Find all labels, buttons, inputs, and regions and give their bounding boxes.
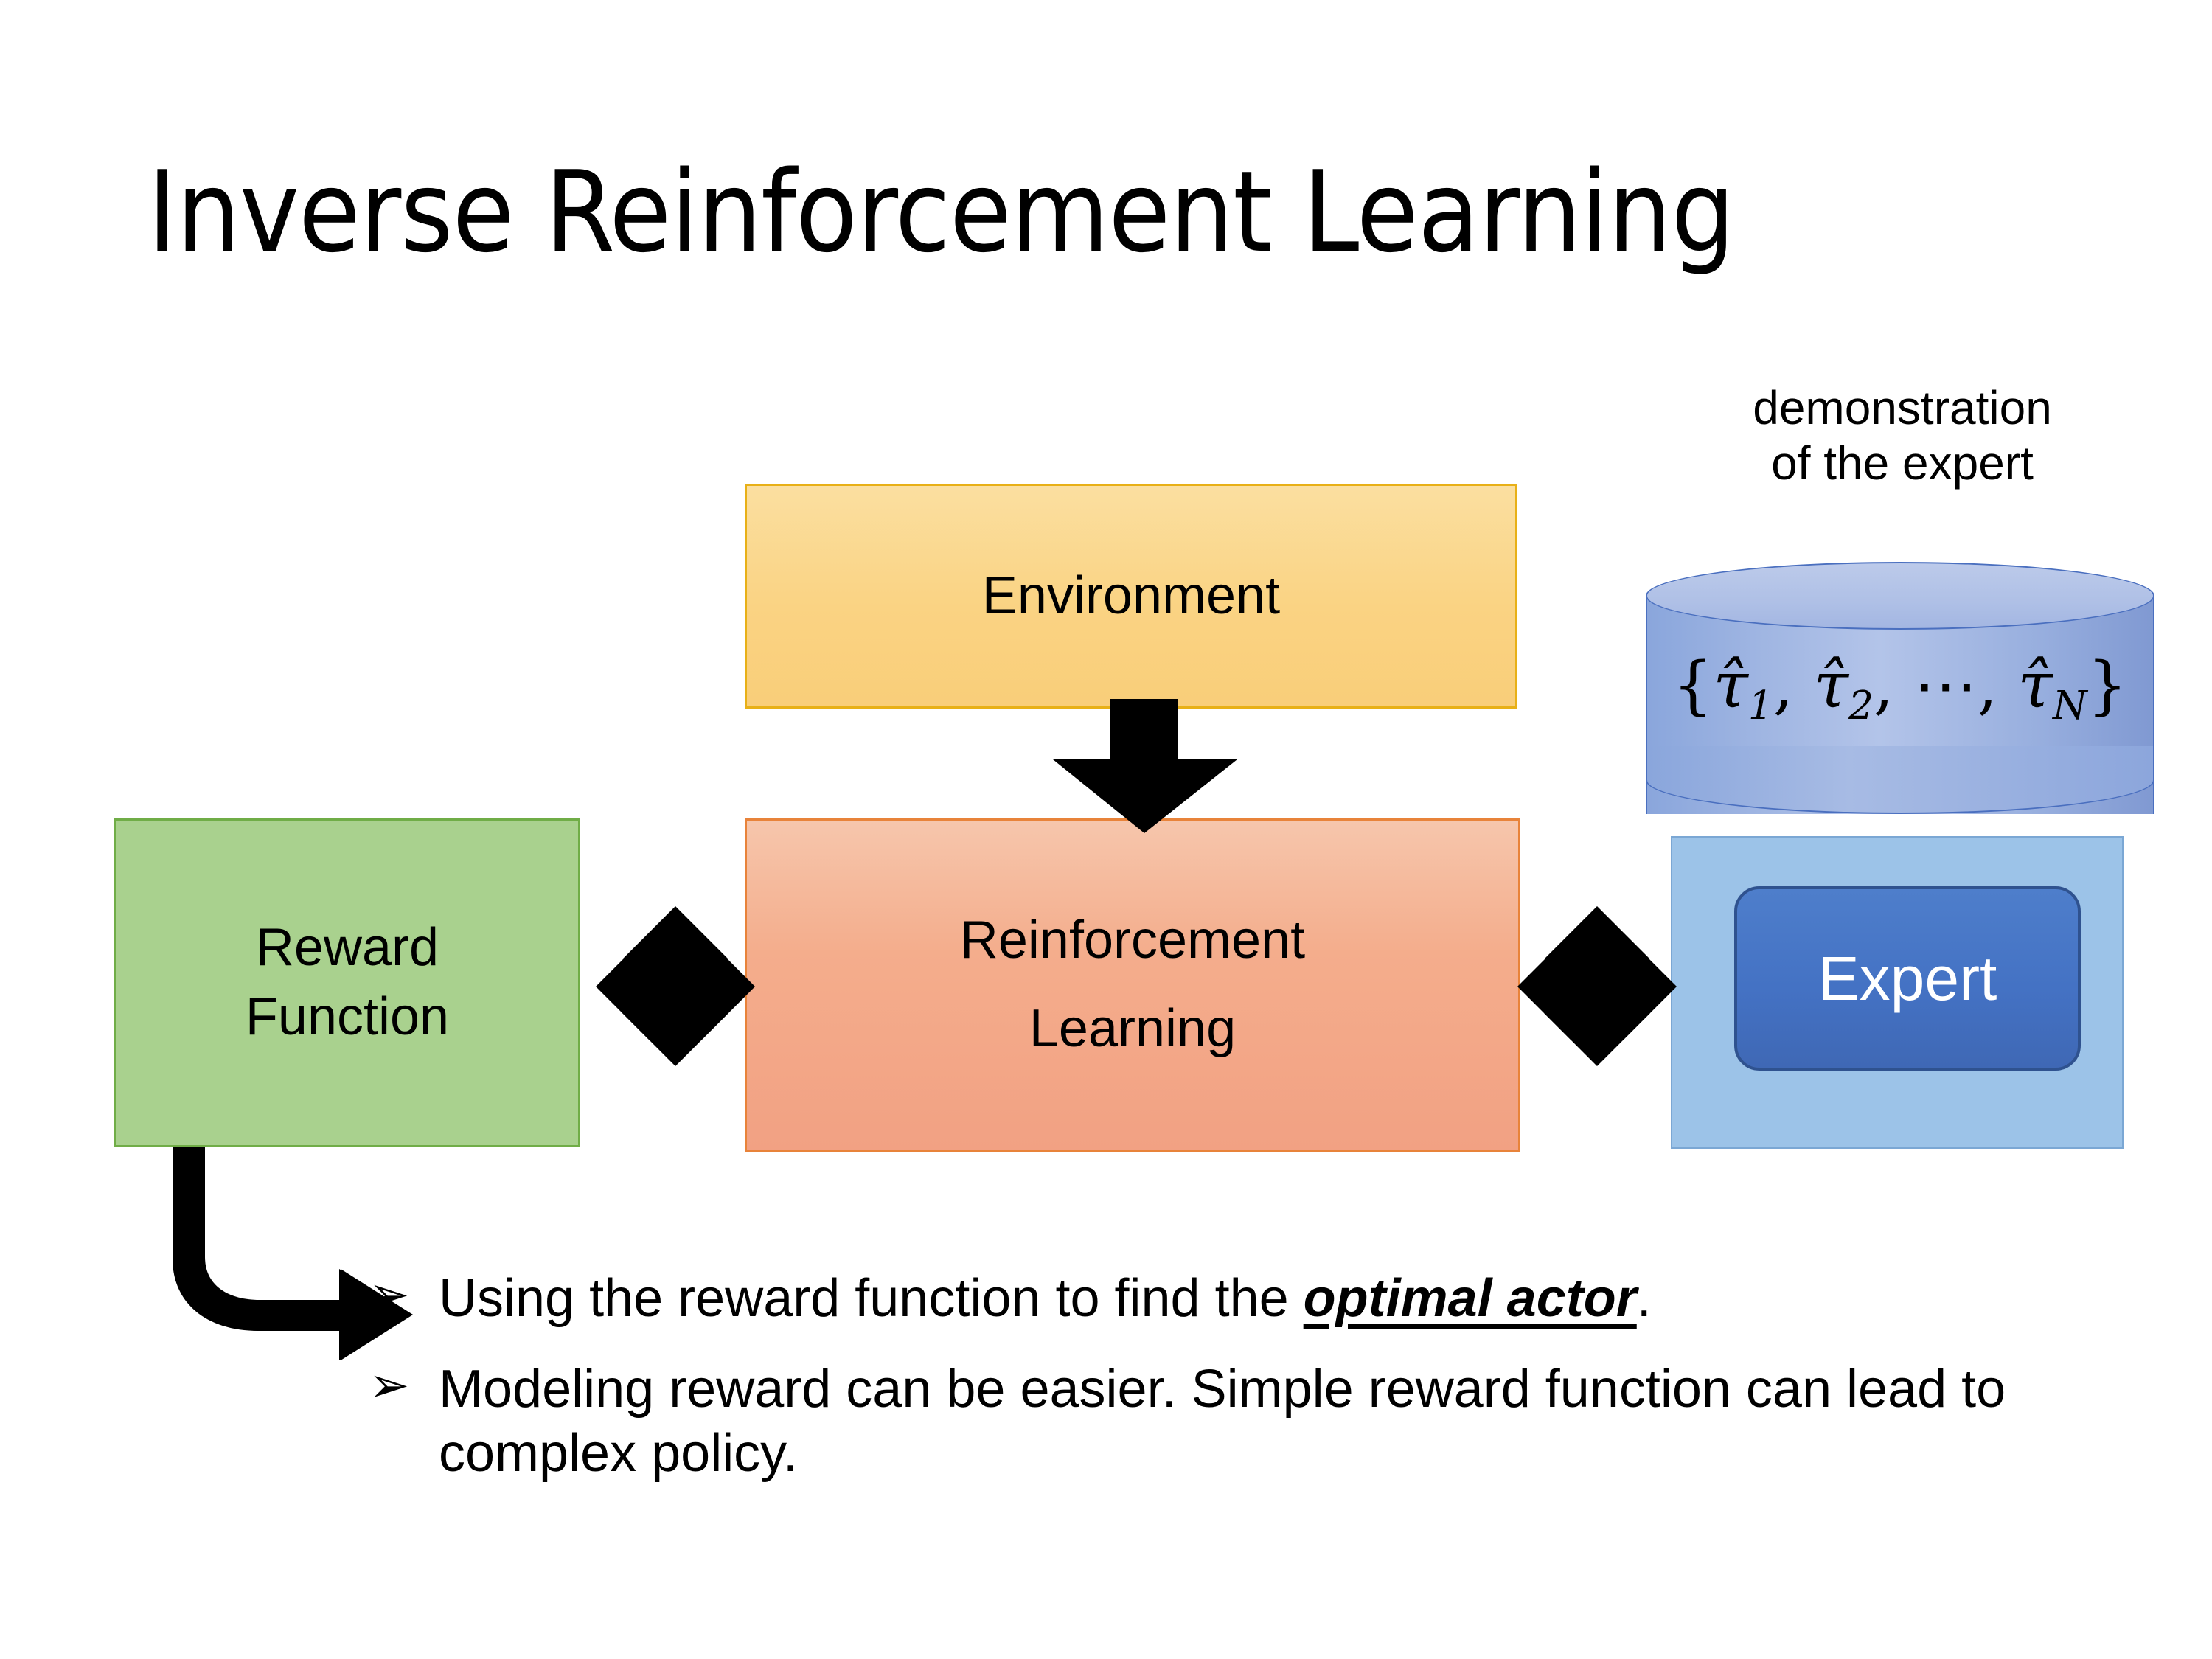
formula-subscript-1: 1 — [1747, 682, 1773, 728]
list-item: ➢ Using the reward function to find the … — [369, 1267, 2101, 1331]
reward-rl-four-way-arrow-icon — [596, 906, 755, 1066]
reinforcement-learning-node[interactable]: Reinforcement Learning — [745, 818, 1520, 1152]
environment-node-label: Environment — [981, 566, 1281, 625]
formula-separator-1: , — [1773, 649, 1814, 723]
formula-subscript-n: N — [2052, 682, 2087, 728]
formula-separator-2: , — [1874, 649, 1914, 723]
demonstration-caption-line2: of the expert — [1771, 436, 2034, 490]
bullet-1-suffix: . — [1636, 1269, 1652, 1328]
formula-close-brace: } — [2087, 649, 2128, 723]
rl-expert-four-way-arrow-icon — [1517, 906, 1677, 1066]
bullet-2-prefix: Modeling reward can be easier. Simple re… — [439, 1360, 2006, 1484]
demonstration-caption: demonstration of the expert — [1644, 380, 2160, 491]
bullet-marker-icon: ➢ — [369, 1357, 410, 1413]
reward-to-notes-bent-arrow-icon — [173, 1147, 413, 1360]
bullet-marker-icon: ➢ — [369, 1267, 410, 1321]
expert-node-label: Expert — [1818, 943, 1997, 1013]
reward-function-node[interactable]: Reward Function — [114, 818, 580, 1147]
formula-tau-n: τ̂ — [2017, 649, 2053, 723]
reward-function-label-line1: Reward — [255, 918, 439, 978]
formula-tau-1: τ̂ — [1713, 649, 1748, 723]
reinforcement-learning-label-line1: Reinforcement — [959, 911, 1306, 970]
notes-list: ➢ Using the reward function to find the … — [369, 1267, 2101, 1512]
formula-open-brace: { — [1672, 649, 1714, 723]
reinforcement-learning-label-line2: Learning — [1029, 999, 1237, 1058]
environment-node[interactable]: Environment — [745, 484, 1517, 709]
formula-separator-3: , — [1977, 649, 2018, 723]
formula-subscript-2: 2 — [1848, 682, 1874, 728]
trajectory-set-formula: {τ̂1, τ̂2, ⋯, τ̂N} — [1646, 649, 2154, 728]
reward-function-label-line2: Function — [245, 987, 450, 1046]
cylinder-bottom-ellipse — [1646, 746, 2154, 814]
formula-tau-2: τ̂ — [1813, 649, 1849, 723]
bullet-1-emphasis: optimal actor — [1303, 1269, 1637, 1328]
page-title: Inverse Reinforcement Learning — [147, 147, 1735, 277]
list-item: ➢ Modeling reward can be easier. Simple … — [369, 1357, 2101, 1486]
expert-node[interactable]: Expert — [1734, 886, 2081, 1071]
demonstration-database-cylinder: {τ̂1, τ̂2, ⋯, τ̂N} — [1646, 562, 2154, 848]
cylinder-top-ellipse — [1646, 562, 2154, 630]
bullet-1-prefix: Using the reward function to find the — [439, 1269, 1304, 1328]
env-to-rl-down-arrow-icon — [1053, 699, 1237, 833]
demonstration-caption-line1: demonstration — [1753, 381, 2052, 434]
formula-ellipsis: ⋯ — [1913, 649, 1978, 723]
